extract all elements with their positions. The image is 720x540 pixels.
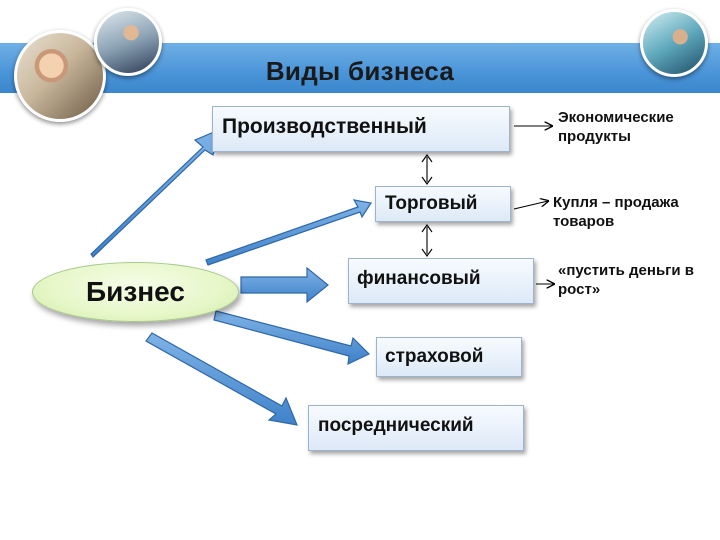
- page-title: Виды бизнеса: [265, 56, 455, 86]
- type-finance: финансовый: [348, 258, 534, 304]
- arrow-to-trade: [205, 199, 372, 266]
- arrow-trade-note: [513, 201, 548, 210]
- type-intermediary: посредническ­и­й: [308, 405, 524, 451]
- note-trade: Купля – продажа товаров: [553, 194, 679, 230]
- type-trade: Торговый: [375, 186, 511, 222]
- arrow-to-finance: [240, 266, 329, 304]
- thin-arrows: [513, 126, 554, 284]
- business-photo: [14, 30, 106, 122]
- arrow-to-production: [90, 127, 222, 258]
- type-insurance: страховой: [376, 337, 522, 377]
- arrow-to-intermediary: [145, 332, 298, 426]
- double-arrows: [421, 154, 433, 257]
- block-arrows: [90, 127, 372, 426]
- business-photo: [94, 8, 162, 76]
- type-production: Производственный: [212, 106, 510, 152]
- arrow-to-insurance: [213, 310, 371, 366]
- note-production: Экономические продукты: [558, 109, 674, 145]
- business-photo: [640, 9, 708, 77]
- business-node: Бизнес: [32, 262, 239, 322]
- note-finance: «пустить деньги в рост»: [558, 262, 695, 298]
